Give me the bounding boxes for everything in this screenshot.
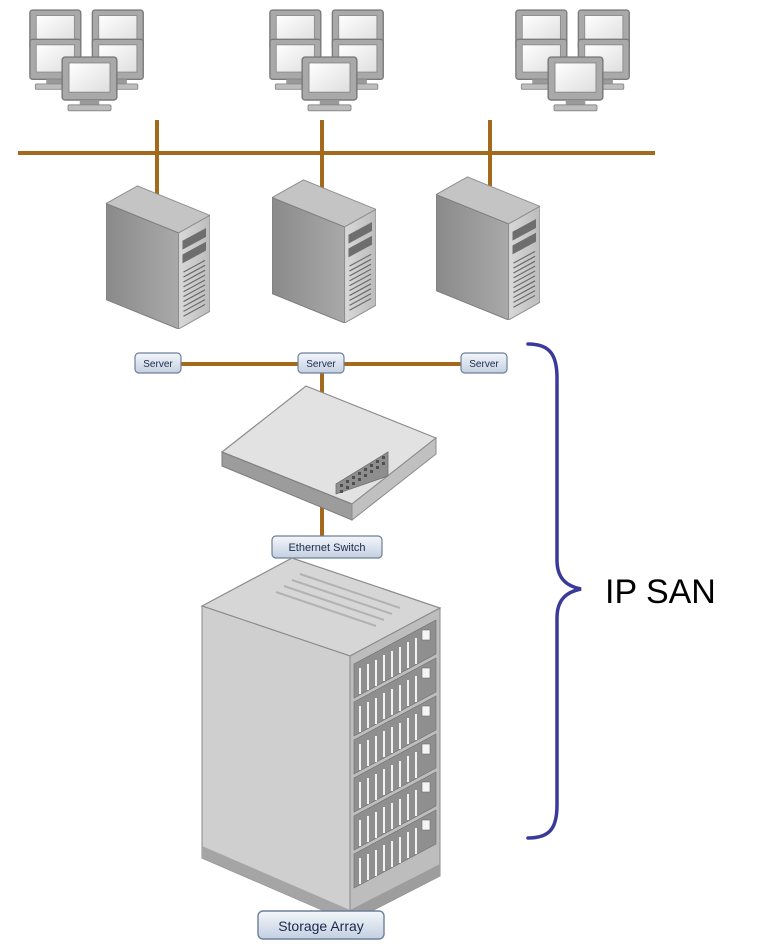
desktop-computers-icon: [30, 10, 143, 111]
ip-san-bracket: [526, 342, 582, 840]
server-tower-icon: [106, 185, 210, 329]
client-groups: [30, 10, 629, 111]
storage-tag: Storage Array: [257, 910, 385, 940]
server-tag-3: Server: [460, 352, 508, 374]
server-tag-1: Server: [134, 352, 182, 374]
desktop-computers-icon: [516, 10, 629, 111]
server-tag-2: Server: [297, 352, 345, 374]
ethernet-switch-icon: [220, 385, 438, 522]
servers: [106, 176, 540, 329]
switch-label: Ethernet Switch: [288, 542, 365, 554]
server-tower-icon: [272, 179, 376, 323]
storage-array-icon: [200, 557, 442, 923]
server-label: Server: [469, 359, 499, 370]
desktop-computers-icon: [270, 10, 383, 111]
server-label: Server: [306, 359, 336, 370]
ip-san-label: IP SAN: [605, 573, 716, 611]
server-tower-icon: [436, 176, 540, 320]
switch-tag: Ethernet Switch: [271, 535, 383, 559]
storage-label: Storage Array: [278, 918, 364, 934]
server-label: Server: [143, 359, 173, 370]
